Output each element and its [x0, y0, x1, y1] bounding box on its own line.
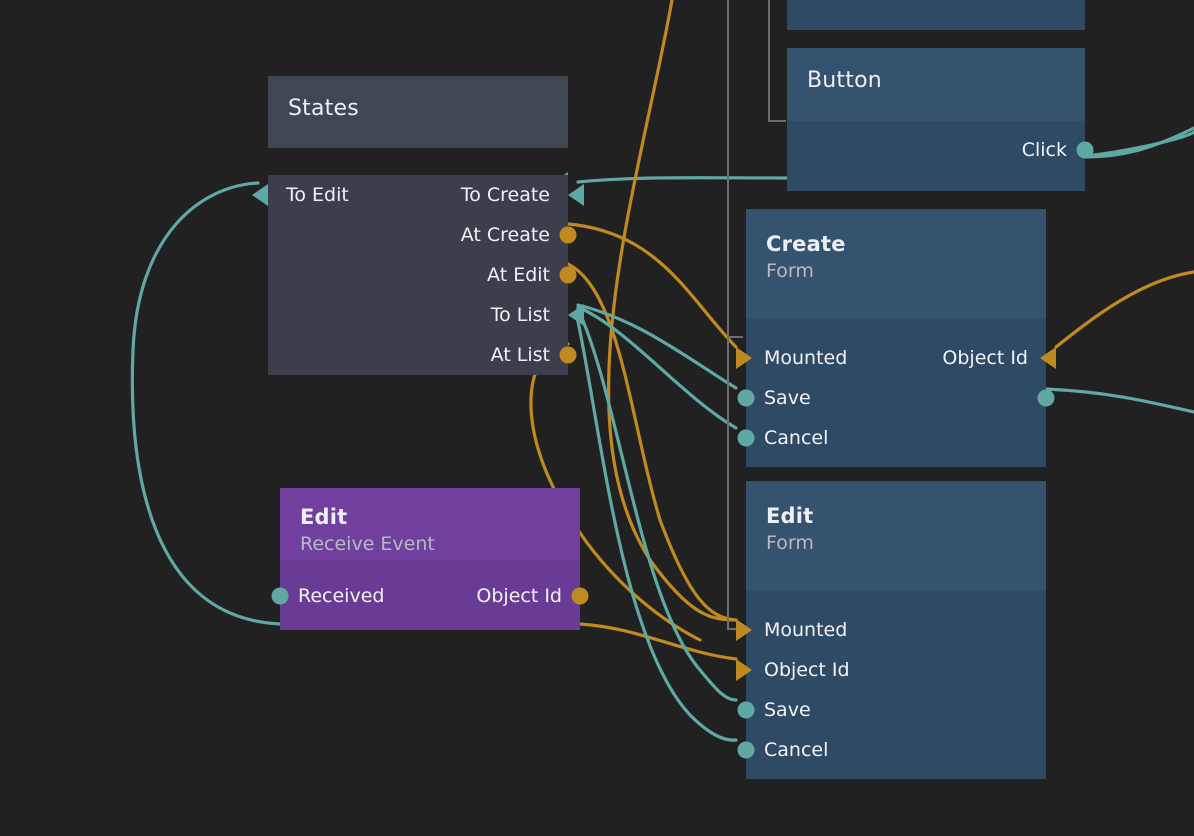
port-states-to-list-label: To List: [490, 303, 550, 326]
wire-right-to-create-objectid: [1054, 270, 1194, 349]
wire-create-right-out: [1044, 387, 1194, 414]
port-states-at-create[interactable]: At Create: [268, 215, 577, 255]
port-create-save-label: Save: [764, 386, 811, 409]
port-arrow-icon[interactable]: [736, 347, 752, 369]
port-states-at-edit-label: At Edit: [487, 263, 550, 286]
port-states-at-list-label: At List: [490, 343, 550, 366]
wire-click-offscreen: [1084, 126, 1194, 159]
node-create-title: Create: [766, 232, 846, 256]
port-arrow-icon[interactable]: [252, 184, 268, 206]
port-editform-cancel-label: Cancel: [764, 738, 829, 761]
wire-tolist-edit-cancel: [574, 310, 738, 742]
node-edit-event-subtitle: Receive Event: [300, 533, 435, 555]
node-edit-receive-event[interactable]: Edit Receive Event Received Object Id: [271, 488, 589, 630]
port-dot-icon[interactable]: [737, 389, 755, 407]
node-create-subtitle: Form: [766, 260, 814, 282]
port-dot-icon[interactable]: [571, 587, 589, 605]
node-button-header: Button: [787, 48, 1085, 121]
node-create-header: Create Form: [746, 209, 1046, 319]
node-edit-event-body: Received Object Id: [271, 560, 589, 630]
wire-at-edit-down: [566, 262, 738, 622]
port-arrow-icon[interactable]: [736, 619, 752, 641]
node-edit-form[interactable]: Edit Form Mounted Object Id Save Cancel: [736, 481, 1046, 779]
port-create-cancel[interactable]: Cancel: [737, 418, 1046, 458]
port-states-to-list[interactable]: To List: [268, 295, 584, 335]
port-dot-icon[interactable]: [737, 741, 755, 759]
port-button-click[interactable]: Click: [787, 130, 1094, 170]
port-button-click-label: Click: [1021, 138, 1067, 161]
port-dot-icon[interactable]: [737, 701, 755, 719]
node-edit-form-header: Edit Form: [746, 481, 1046, 591]
node-edit-form-body: Mounted Object Id Save Cancel: [736, 591, 1046, 779]
port-row-received-objectid: Received Object Id: [271, 576, 589, 616]
port-arrow-icon[interactable]: [568, 304, 584, 326]
node-partial-body: [787, 0, 1085, 30]
port-arrow-icon[interactable]: [1040, 347, 1056, 369]
node-edit-form-title: Edit: [766, 504, 814, 528]
node-states-title: States: [288, 96, 359, 121]
port-dot-icon[interactable]: [271, 587, 289, 605]
port-editform-save-label: Save: [764, 698, 811, 721]
node-edit-event-title: Edit: [300, 505, 348, 529]
port-edit-event-received-label: Received: [298, 584, 385, 607]
port-states-to-create-label: To Create: [460, 183, 550, 206]
port-editform-mounted-label: Mounted: [764, 618, 848, 641]
port-dot-icon[interactable]: [1076, 141, 1094, 159]
node-create-form[interactable]: Create Form Mounted Object Id Save Cance…: [736, 209, 1056, 467]
node-states-body: To Edit To Create At Create At Edit To L…: [252, 175, 584, 375]
node-edit-event-header: Edit Receive Event: [280, 488, 580, 560]
port-states-at-create-label: At Create: [460, 223, 550, 246]
port-create-objectid-label: Object Id: [942, 346, 1028, 369]
port-edit-event-objectid-label: Object Id: [476, 584, 562, 607]
port-states-at-edit[interactable]: At Edit: [268, 255, 577, 295]
node-edit-form-subtitle: Form: [766, 532, 814, 554]
wire-top-to-edit-mounted: [607, 0, 738, 622]
wire-click-to-create: [1084, 130, 1194, 158]
port-create-cancel-label: Cancel: [764, 426, 829, 449]
group-bracket-upper: [768, 0, 786, 122]
port-states-to-edit-label: To Edit: [286, 183, 349, 206]
port-editform-save[interactable]: Save: [737, 690, 1046, 730]
wire-tolist-edit-save: [576, 307, 738, 702]
wire-click-to-create-2: [576, 176, 789, 184]
port-arrow-icon[interactable]: [568, 184, 584, 206]
wire-objectid-to-editform: [578, 622, 738, 661]
port-editform-cancel[interactable]: Cancel: [737, 730, 1046, 770]
node-button[interactable]: Button Click: [787, 48, 1094, 191]
group-bracket-main: [727, 0, 745, 630]
port-row-to-edit-to-create: To Edit To Create: [252, 175, 584, 215]
node-partial-top[interactable]: [787, 0, 1085, 30]
port-editform-mounted[interactable]: Mounted: [736, 610, 1046, 650]
node-states-header: States: [268, 76, 568, 148]
port-dot-icon[interactable]: [737, 429, 755, 447]
node-button-body: Click: [787, 121, 1094, 191]
group-bracket-tick: [727, 336, 743, 338]
port-dot-icon[interactable]: [559, 346, 577, 364]
wire-received-to-edit: [130, 181, 282, 626]
node-create-body: Mounted Object Id Save Cancel: [736, 319, 1056, 467]
port-row-create-mounted-objectid: Mounted Object Id: [736, 338, 1056, 378]
port-editform-objectid[interactable]: Object Id: [736, 650, 1046, 690]
port-arrow-icon[interactable]: [736, 659, 752, 681]
port-create-mounted-label: Mounted: [764, 346, 848, 369]
port-create-save[interactable]: Save: [737, 378, 1055, 418]
port-states-at-list[interactable]: At List: [268, 335, 577, 375]
port-editform-objectid-label: Object Id: [764, 658, 850, 681]
port-dot-icon[interactable]: [1037, 389, 1055, 407]
node-states[interactable]: States To Edit To Create At Create At Ed…: [252, 76, 584, 375]
port-dot-icon[interactable]: [559, 266, 577, 284]
node-button-title: Button: [807, 68, 882, 93]
wire-tolist-create-save: [576, 303, 738, 390]
wire-at-create-to-create-mounted: [566, 222, 738, 349]
wire-tolist-create-cancel: [576, 305, 738, 430]
port-dot-icon[interactable]: [559, 226, 577, 244]
